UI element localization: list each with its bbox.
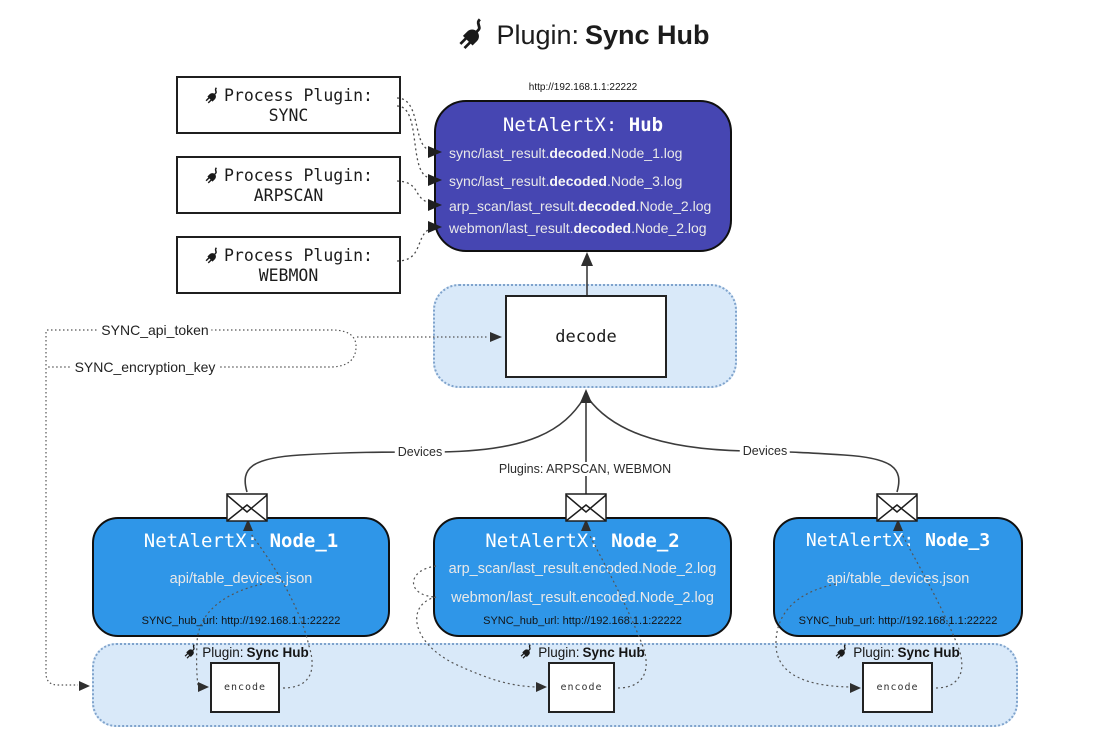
sync-api-token-label: SYNC_api_token (98, 322, 212, 338)
diagram-title-name: Sync Hub (585, 19, 710, 50)
node-title: NetAlertX: Node_3 (805, 530, 991, 551)
node-file: api/table_devices.json (826, 571, 970, 587)
process-plugin-name: SYNC (268, 106, 309, 126)
plug-icon (456, 18, 491, 52)
hub-log-entry: webmon/last_result.decoded.Node_2.log (449, 220, 707, 236)
encode-box: encode (210, 662, 280, 713)
process-plugin-arpscan: Process Plugin: ARPSCAN (176, 156, 401, 214)
node-hub-url: SYNC_hub_url: http://192.168.1.1:22222 (141, 615, 341, 627)
devices-edge-label-right: Devices (739, 444, 791, 458)
hub-log-entry: arp_scan/last_result.decoded.Node_2.log (449, 198, 712, 214)
process-plugin-webmon: Process Plugin: WEBMON (176, 236, 401, 294)
process-plugin-name: WEBMON (258, 266, 319, 286)
encode-box: encode (548, 662, 615, 713)
node-title: NetAlertX: Node_2 (485, 530, 680, 552)
node-1-box: NetAlertX: Node_1 api/table_devices.json… (92, 517, 390, 637)
band-in-arrowhead (79, 681, 90, 691)
diagram-title: Plugin: Sync Hub (456, 18, 710, 52)
devices-edge-label-left: Devices (394, 445, 446, 459)
node-3-box: NetAlertX: Node_3 api/table_devices.json… (773, 517, 1023, 637)
plug-icon (519, 644, 536, 660)
process-plugin-label: Process Plugin: (223, 85, 373, 105)
decode-box: decode (505, 295, 667, 378)
node-hub-url: SYNC_hub_url: http://192.168.1.1:22222 (798, 615, 998, 627)
hub-title: NetAlertX: Hub (436, 114, 730, 136)
plug-icon (203, 246, 222, 265)
node-file: webmon/last_result.encoded.Node_2.log (451, 590, 714, 606)
plug-icon (834, 644, 851, 660)
node-file: arp_scan/last_result.encoded.Node_2.log (448, 561, 717, 577)
process-plugin-name: ARPSCAN (253, 186, 324, 206)
hub-log-entry: sync/last_result.decoded.Node_3.log (449, 173, 683, 189)
node-file: api/table_devices.json (169, 571, 313, 587)
process-plugin-label: Process Plugin: (223, 245, 373, 265)
process-plugin-connectors (396, 97, 429, 262)
node-2-box: NetAlertX: Node_2 arp_scan/last_result.e… (433, 517, 732, 637)
hub-title-name: Hub (628, 114, 664, 136)
encoder-plugin-label: Plugin: Sync Hub (519, 644, 645, 660)
hub-log-entry: sync/last_result.decoded.Node_1.log (449, 145, 683, 161)
plug-icon (203, 166, 222, 185)
node-title: NetAlertX: Node_1 (143, 530, 339, 552)
hub-in-arrowhead (581, 252, 593, 266)
encoder-plugin-label: Plugin: Sync Hub (834, 644, 960, 660)
decode-bottom-arrowhead (580, 389, 592, 403)
sync-encryption-key-label: SYNC_encryption_key (71, 359, 219, 375)
plugins-edge-label-center: Plugins: ARPSCAN, WEBMON (495, 462, 675, 476)
hub-box: NetAlertX: Hub sync/last_result.decoded.… (434, 100, 732, 252)
node-hub-url: SYNC_hub_url: http://192.168.1.1:22222 (483, 615, 682, 627)
diagram-title-prefix: Plugin: (496, 19, 580, 50)
plug-icon (203, 86, 222, 105)
process-plugin-sync: Process Plugin: SYNC (176, 76, 401, 134)
hub-url-label: http://192.168.1.1:22222 (528, 82, 638, 93)
encoder-plugin-label: Plugin: Sync Hub (183, 644, 309, 660)
process-plugin-label: Process Plugin: (223, 165, 373, 185)
plug-icon (183, 644, 200, 660)
encode-box: encode (862, 662, 933, 713)
hub-title-prefix: NetAlertX: (502, 114, 629, 136)
